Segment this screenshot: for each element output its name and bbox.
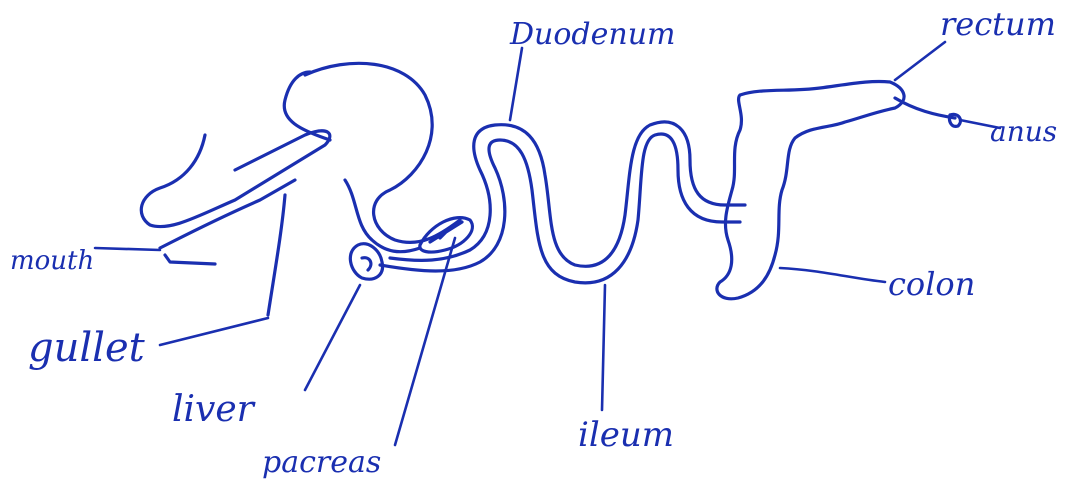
colon-pointer bbox=[780, 268, 885, 282]
stomach-outline bbox=[305, 63, 460, 242]
gullet-tube bbox=[268, 195, 285, 315]
rectum-pointer bbox=[895, 42, 945, 80]
gullet-pointer bbox=[160, 318, 268, 345]
small-intestine bbox=[390, 122, 745, 266]
label-colon: colon bbox=[888, 268, 975, 300]
stomach-inner bbox=[284, 72, 420, 252]
liver-shape bbox=[350, 244, 382, 279]
duodenum-pointer bbox=[510, 48, 522, 120]
label-liver: liver bbox=[172, 392, 254, 428]
label-anus: anus bbox=[990, 118, 1057, 146]
label-ileum: ileum bbox=[578, 418, 674, 452]
label-gullet: gullet bbox=[28, 328, 145, 368]
colon-outline bbox=[717, 81, 904, 298]
label-rectum: rectum bbox=[940, 8, 1056, 40]
mouth-pointer bbox=[95, 248, 160, 250]
label-pancreas: pacreas bbox=[262, 448, 381, 478]
pancreas-shape bbox=[420, 218, 473, 252]
liver-pointer bbox=[305, 285, 360, 390]
ileum-pointer bbox=[602, 285, 605, 410]
label-mouth: mouth bbox=[10, 248, 94, 274]
label-duodenum: Duodenum bbox=[510, 20, 675, 50]
